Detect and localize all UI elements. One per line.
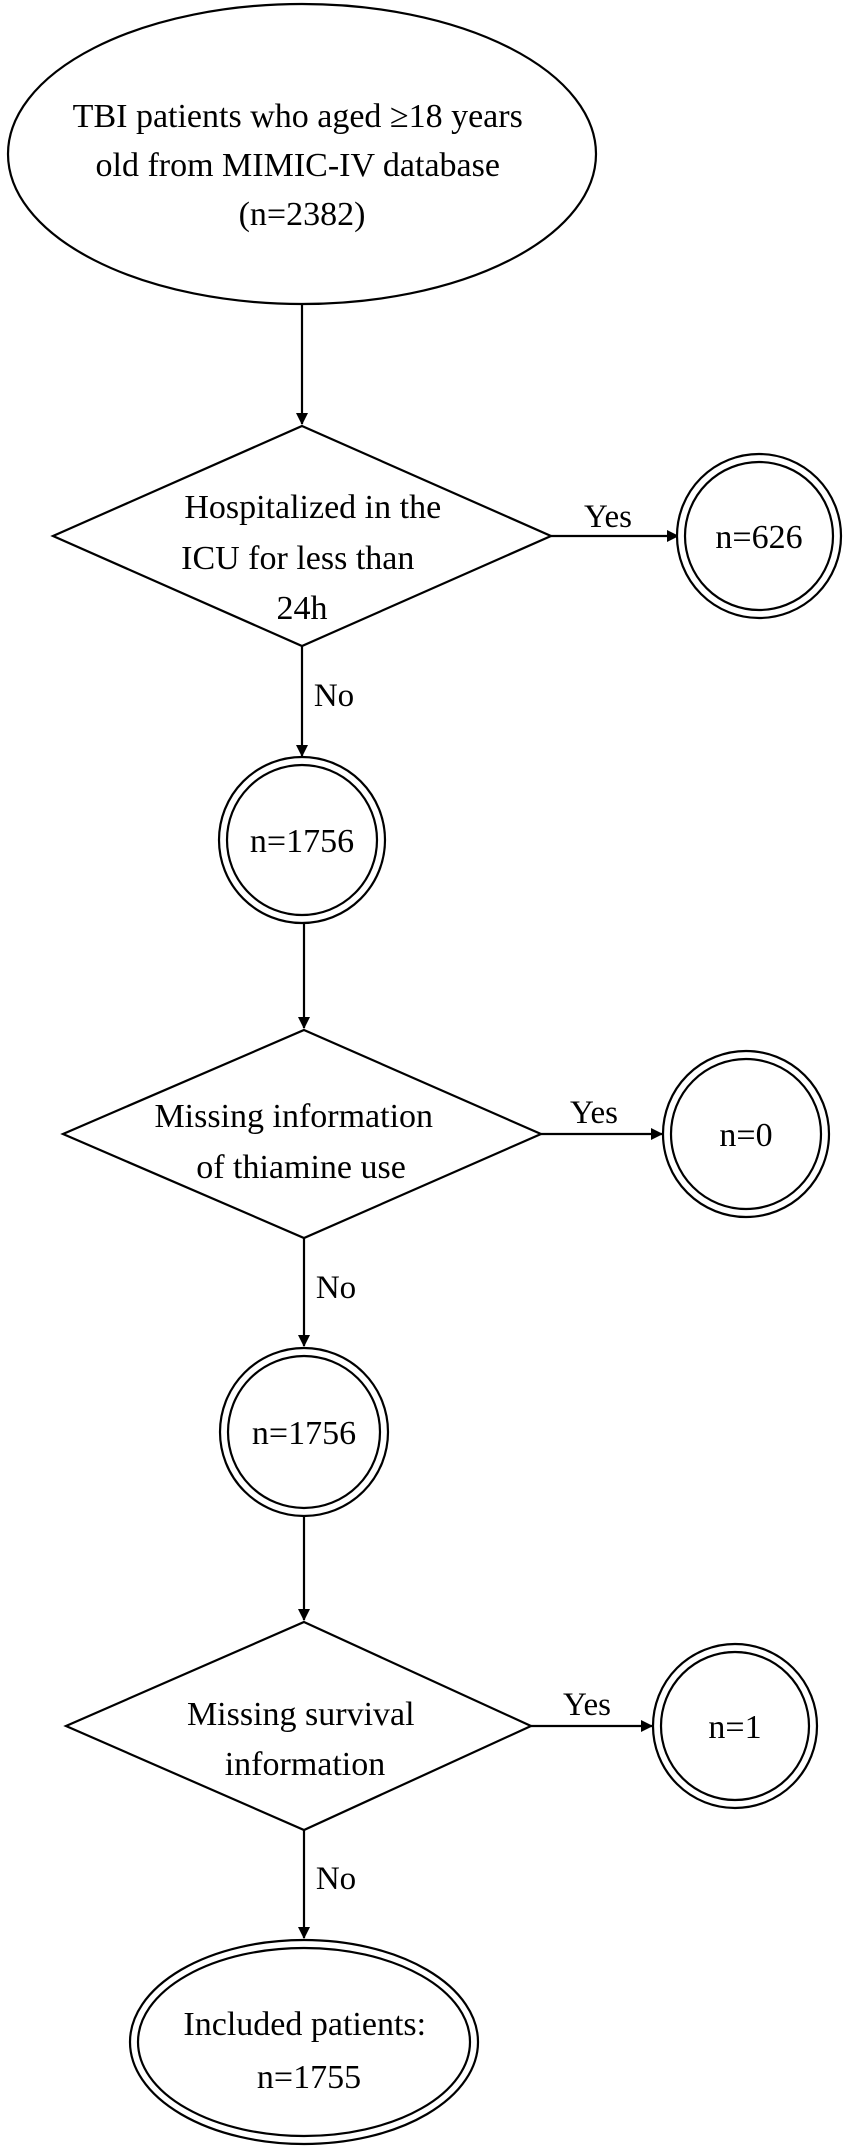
edge-icu-no-label: No (314, 678, 354, 714)
decision-thiamine-label: Missing information of thiamine use (154, 1098, 441, 1186)
included-node: Included patients: n=1755 (128, 1938, 480, 2146)
included-line-2: n=1755 (257, 2059, 361, 2096)
after-thiamine-node: n=1756 (218, 1346, 390, 1518)
decision-thiamine-line-2: of thiamine use (196, 1149, 406, 1186)
start-node: TBI patients who aged ≥18 years old from… (6, 2, 598, 306)
excluded-icu-label: n=626 (715, 519, 802, 556)
start-label-line-2: old from MIMIC-IV database (96, 147, 500, 184)
decision-thiamine-line-1: Missing information (154, 1098, 433, 1135)
after-thiamine-label: n=1756 (252, 1415, 356, 1452)
included-line-1: Included patients: (183, 2006, 426, 2043)
edge-thiamine-yes-label: Yes (570, 1095, 618, 1131)
decision-icu-line-1: Hospitalized in the (184, 489, 441, 526)
edge-icu-yes-label: Yes (584, 499, 632, 535)
edge-survival-yes-label: Yes (563, 1687, 611, 1723)
decision-thiamine: Missing information of thiamine use (60, 1028, 544, 1240)
decision-icu: Hospitalized in the ICU for less than 24… (50, 424, 554, 648)
decision-icu-line-2: ICU for less than (181, 540, 414, 577)
decision-survival-line-1: Missing survival (187, 1696, 415, 1733)
included-label: Included patients: n=1755 (183, 2006, 434, 2096)
decision-survival-label: Missing survival information (187, 1696, 423, 1783)
decision-survival-line-2: information (225, 1746, 386, 1783)
excluded-icu-node: n=626 (675, 452, 843, 620)
excluded-thiamine-node: n=0 (661, 1049, 831, 1219)
start-node-label: TBI patients who aged ≥18 years old from… (73, 98, 532, 233)
excluded-survival-label: n=1 (708, 1709, 761, 1746)
excluded-survival-node: n=1 (651, 1642, 819, 1810)
decision-survival: Missing survival information (63, 1620, 534, 1832)
after-icu-label: n=1756 (250, 823, 354, 860)
decision-icu-label: Hospitalized in the ICU for less than 24… (181, 489, 450, 627)
after-icu-node: n=1756 (217, 755, 387, 925)
excluded-thiamine-label: n=0 (719, 1117, 772, 1154)
decision-icu-line-3: 24h (277, 590, 328, 627)
edge-thiamine-no-label: No (316, 1270, 356, 1306)
start-label-line-3: (n=2382) (239, 196, 366, 233)
start-label-line-1: TBI patients who aged ≥18 years (73, 98, 523, 135)
edge-survival-no-label: No (316, 1861, 356, 1897)
